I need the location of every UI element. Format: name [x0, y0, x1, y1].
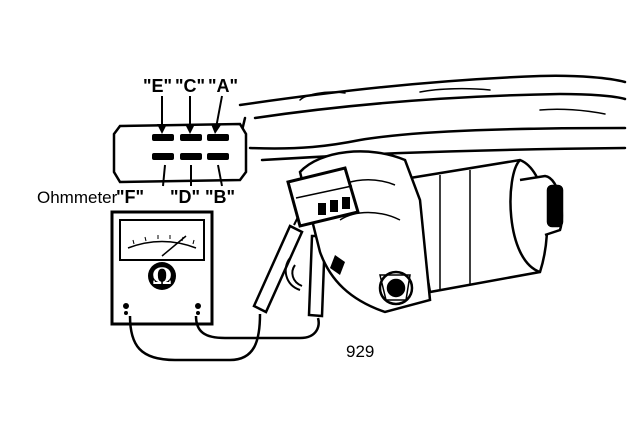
pin-label-D: "D" — [170, 187, 200, 207]
ohmmeter-caption: Ohmmeter — [37, 188, 118, 207]
figure-number: 929 — [346, 342, 374, 361]
pin-label-A: "A" — [208, 76, 238, 96]
windshield-cowl-lines — [233, 74, 627, 162]
terminal-C — [180, 134, 202, 141]
ohmmeter: Ω — [110, 210, 214, 326]
meter-jacks — [123, 303, 201, 315]
connector-terminals — [152, 134, 229, 160]
test-lead-right — [194, 315, 320, 340]
terminal-F — [152, 153, 174, 160]
connector-block — [112, 95, 248, 187]
terminal-B — [207, 153, 229, 160]
terminal-A — [207, 134, 229, 141]
pin-label-B: "B" — [205, 187, 235, 207]
meter-needle — [161, 235, 187, 257]
pin-label-F: "F" — [116, 187, 144, 207]
pin-label-C: "C" — [175, 76, 205, 96]
meter-scale-arc — [127, 240, 197, 249]
terminal-E — [152, 134, 174, 141]
terminal-leader-arrows — [161, 95, 223, 187]
wiper-motor — [284, 150, 564, 314]
motor-connector — [286, 166, 360, 228]
ohm-symbol: Ω — [152, 264, 172, 290]
pin-label-E: "E" — [143, 76, 172, 96]
test-leads — [128, 313, 320, 362]
meter-dial-window — [119, 219, 205, 261]
terminal-D — [180, 153, 202, 160]
probe-left — [252, 224, 304, 314]
